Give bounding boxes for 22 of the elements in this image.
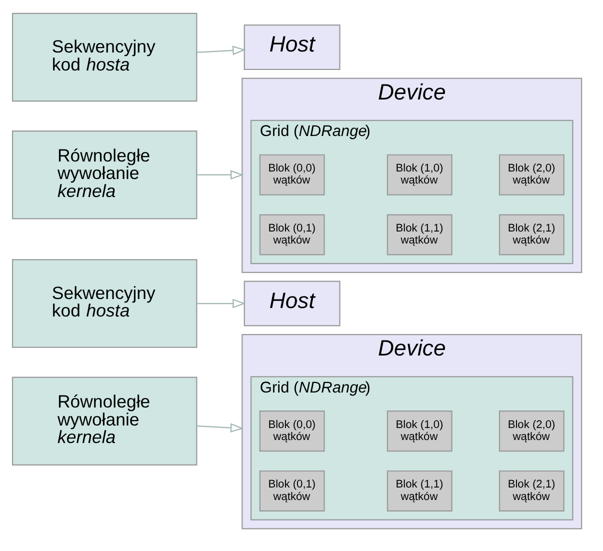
node-box: Blok (1,0) wątków bbox=[386, 154, 452, 196]
node-box: Blok (2,1) wątków bbox=[498, 214, 564, 256]
node-box: Blok (0,0) wątków bbox=[259, 410, 325, 452]
node-box: Równoległe wywołanie kernela bbox=[12, 376, 198, 466]
node-box: Blok (2,0) wątków bbox=[498, 154, 564, 196]
node-box: Blok (1,1) wątków bbox=[386, 470, 452, 512]
arrow bbox=[196, 423, 244, 432]
node-box: Blok (1,1) wątków bbox=[386, 214, 452, 256]
node-box: Blok (1,0) wątków bbox=[386, 410, 452, 452]
node-box: Równoległe wywołanie kernela bbox=[12, 130, 198, 220]
arrow bbox=[196, 298, 246, 308]
node-box: Host bbox=[244, 280, 340, 326]
node-box: Blok (2,0) wątków bbox=[498, 410, 564, 452]
node-box: Sekwencyjny kod hosta bbox=[12, 259, 198, 348]
node-box: Blok (0,0) wątków bbox=[259, 154, 325, 196]
arrow bbox=[196, 46, 246, 56]
node-box: Blok (0,1) wątków bbox=[259, 214, 325, 256]
node-box: Sekwencyjny kod hosta bbox=[12, 12, 198, 102]
node-box: Blok (2,1) wątków bbox=[498, 470, 564, 512]
arrow bbox=[196, 170, 244, 180]
node-box: Blok (0,1) wątków bbox=[259, 470, 325, 512]
node-box: Host bbox=[244, 24, 340, 70]
